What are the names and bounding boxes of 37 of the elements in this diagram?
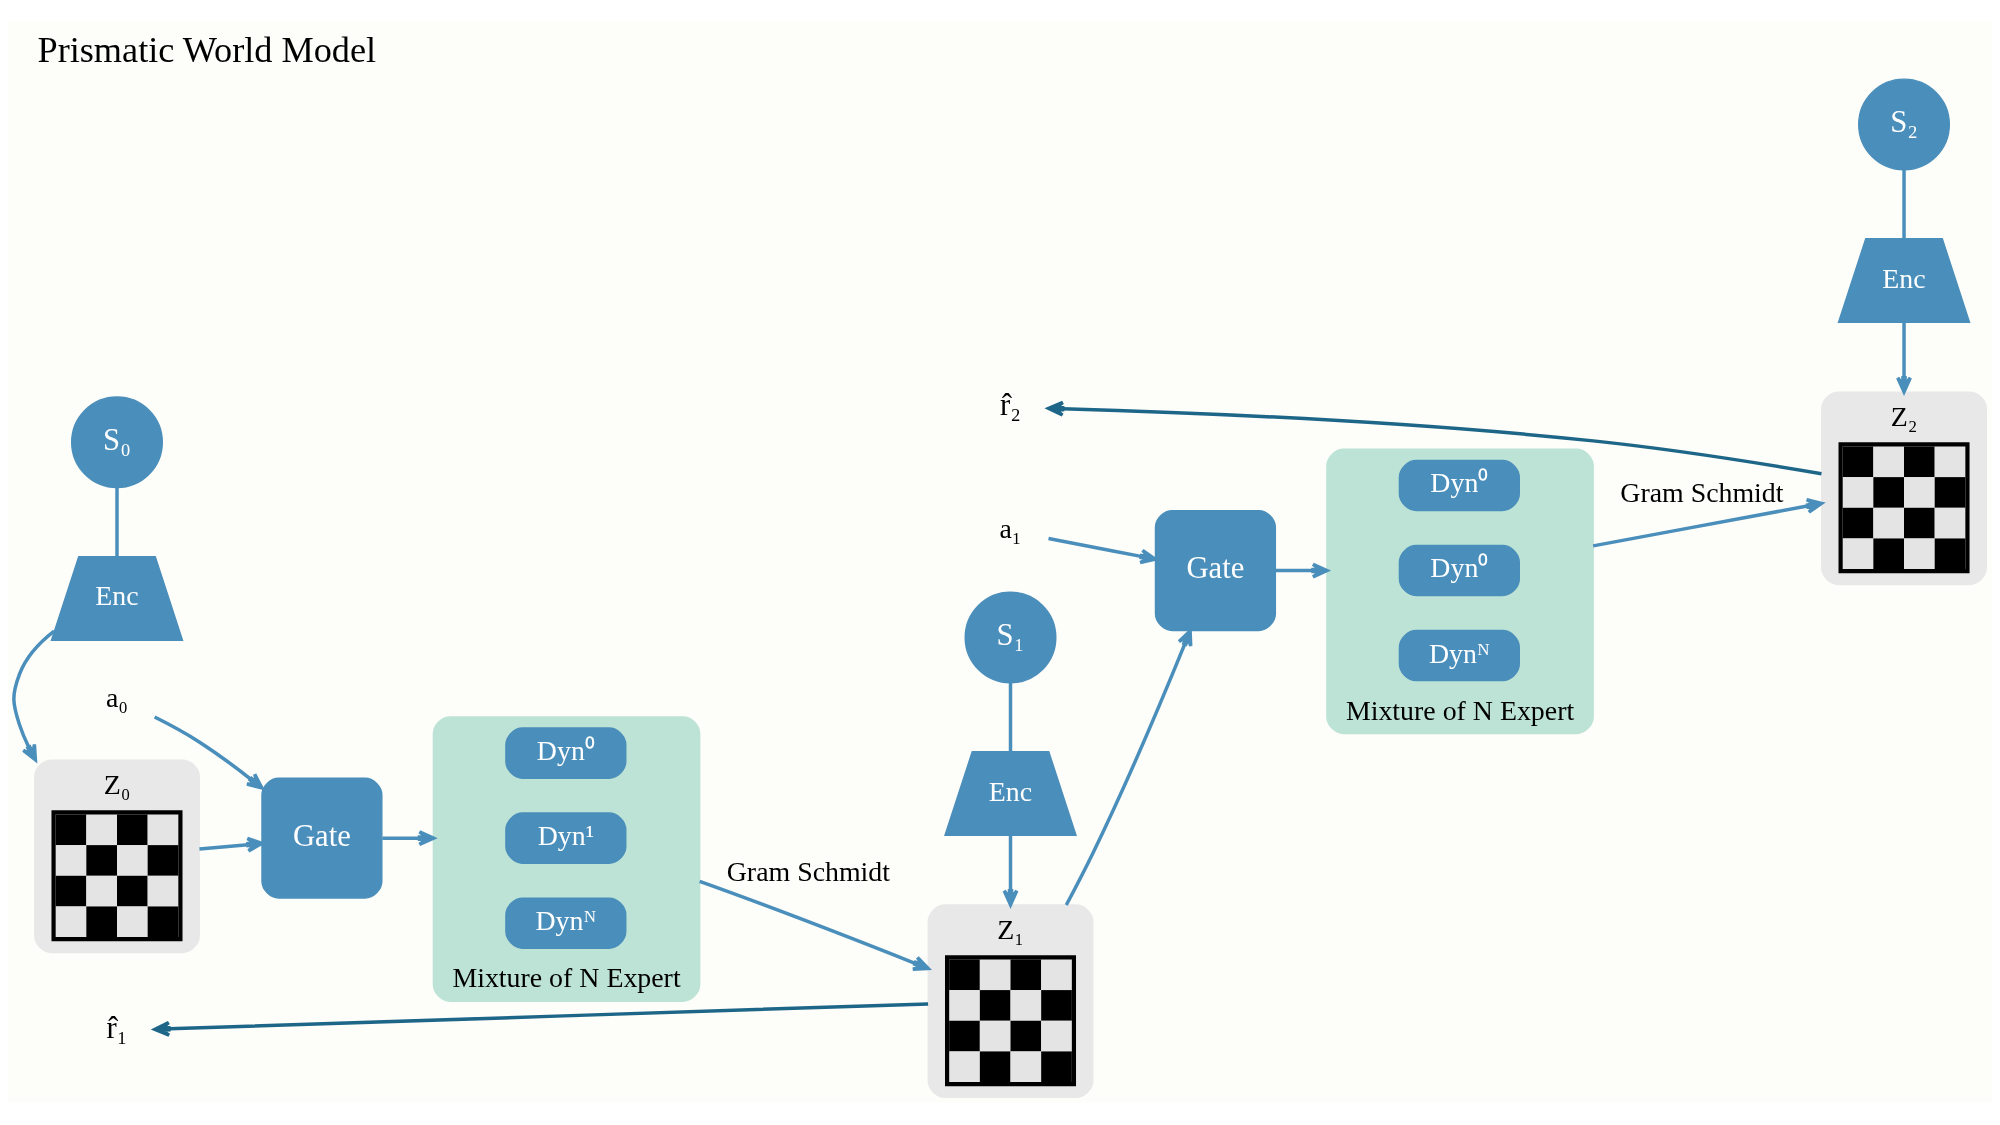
arrow	[12, 629, 56, 762]
node-box: Gate	[1154, 509, 1277, 632]
connector	[1902, 169, 1906, 239]
connector	[1008, 682, 1013, 752]
node-box: Dyn⁰	[1398, 544, 1520, 597]
arrow	[382, 830, 436, 847]
arrow	[1002, 835, 1019, 907]
arrow	[1048, 536, 1157, 565]
node-box: Dyn⁰	[505, 727, 627, 779]
node-text: a₀	[105, 682, 129, 714]
diagram-title: Prismatic World Model	[37, 30, 377, 71]
arrow	[1275, 562, 1329, 579]
arrow	[153, 1002, 929, 1037]
arrow	[1047, 400, 1822, 476]
node-text: r̂₂	[1000, 388, 1021, 423]
node-circle: S₁	[964, 591, 1057, 684]
edge-label: Gram Schmidt	[726, 856, 891, 888]
connector	[115, 487, 119, 557]
arrow	[199, 836, 264, 853]
node-box: Dynᴺ	[1398, 629, 1520, 682]
arrow	[699, 879, 930, 971]
arrow	[1064, 629, 1193, 906]
arrow	[153, 715, 264, 790]
node-box: Z₁	[927, 904, 1094, 1099]
node-circle: S₀	[71, 396, 163, 489]
node-box: Gate	[261, 777, 383, 899]
node-box: Z₀	[34, 759, 200, 954]
node-box: Dyn⁰	[1398, 459, 1520, 512]
edge-label: Gram Schmidt	[1620, 477, 1784, 509]
node-text: a₁	[999, 513, 1022, 545]
node-circle: S₂	[1858, 78, 1951, 171]
node-box: Dynᴺ	[505, 897, 627, 949]
node-box: Z₂	[1821, 391, 1987, 586]
arrow	[1592, 498, 1824, 548]
arrow	[1896, 322, 1913, 394]
node-text: r̂₁	[106, 1011, 128, 1046]
node-box: Dyn¹	[505, 812, 627, 864]
